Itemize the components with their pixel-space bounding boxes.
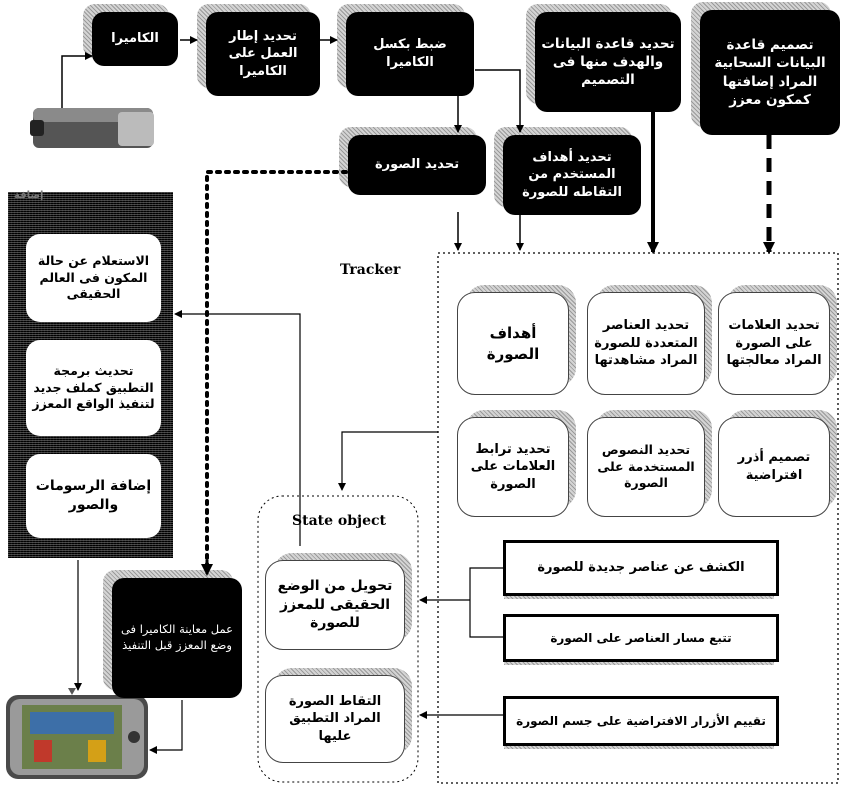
state-object-label: State object	[292, 513, 386, 529]
evaluate-buttons-node: تقييم الأزرار الافتراضية على جسم الصورة	[503, 696, 779, 749]
marks-processing-node: تحديد العلامات على الصورة المراد معالجته…	[718, 285, 837, 395]
database-goal-node: تحديد قاعدة البيانات والهدف منها فى التص…	[526, 4, 681, 112]
panel-tag: إضافة	[14, 190, 44, 201]
image-goals-node: أهداف الصورة	[457, 285, 576, 395]
camera-node: الكاميرا	[83, 4, 178, 66]
query-state-node: الاستعلام عن حالة المكون فى العالم الحقي…	[20, 228, 161, 322]
update-program-node: تحديث برمجة التطبيق كملف جديد لتنفيذ الو…	[20, 334, 161, 436]
camera-work-frame-node: تحديد إطار العمل على الكاميرا	[197, 4, 320, 96]
real-to-augmented-node: تحويل من الوضع الحقيقى للمعزز للصورة	[265, 553, 412, 650]
marks-link-node: تحديد ترابط العلامات على الصورة	[457, 410, 576, 517]
cloud-database-node: تصميم قاعدة البيانات السحابية المراد إضا…	[691, 2, 840, 135]
image-select-node: تحديد الصورة	[339, 127, 486, 195]
detect-new-node: الكشف عن عناصر جديدة للصورة	[503, 540, 779, 599]
user-goals-node: تحديد أهداف المستخدم من التقاطه للصورة	[494, 127, 641, 215]
track-path-node: تتبع مسار العناصر على الصورة	[503, 614, 779, 665]
texts-used-node: تحديد النصوص المستخدمة على الصورة	[587, 410, 712, 517]
usb-camera-icon	[30, 108, 154, 148]
smartphone-icon	[6, 688, 148, 779]
virtual-buttons-node: تصميم أذرر افتراضية	[718, 410, 837, 517]
add-drawings-node: إضافة الرسومات والصور	[20, 448, 161, 538]
camera-pixels-node: ضبط بكسل الكاميرا	[337, 4, 474, 96]
capture-image-node: التقاط الصورة المراد التطبيق عليها	[265, 668, 412, 763]
tracker-label: Tracker	[340, 262, 401, 278]
multiple-elements-node: تحديد العناصر المتعددة للصورة المراد مشا…	[587, 285, 712, 395]
camera-preview-node: عمل معاينة الكاميرا فى وضع المعزز قبل ال…	[103, 570, 242, 698]
